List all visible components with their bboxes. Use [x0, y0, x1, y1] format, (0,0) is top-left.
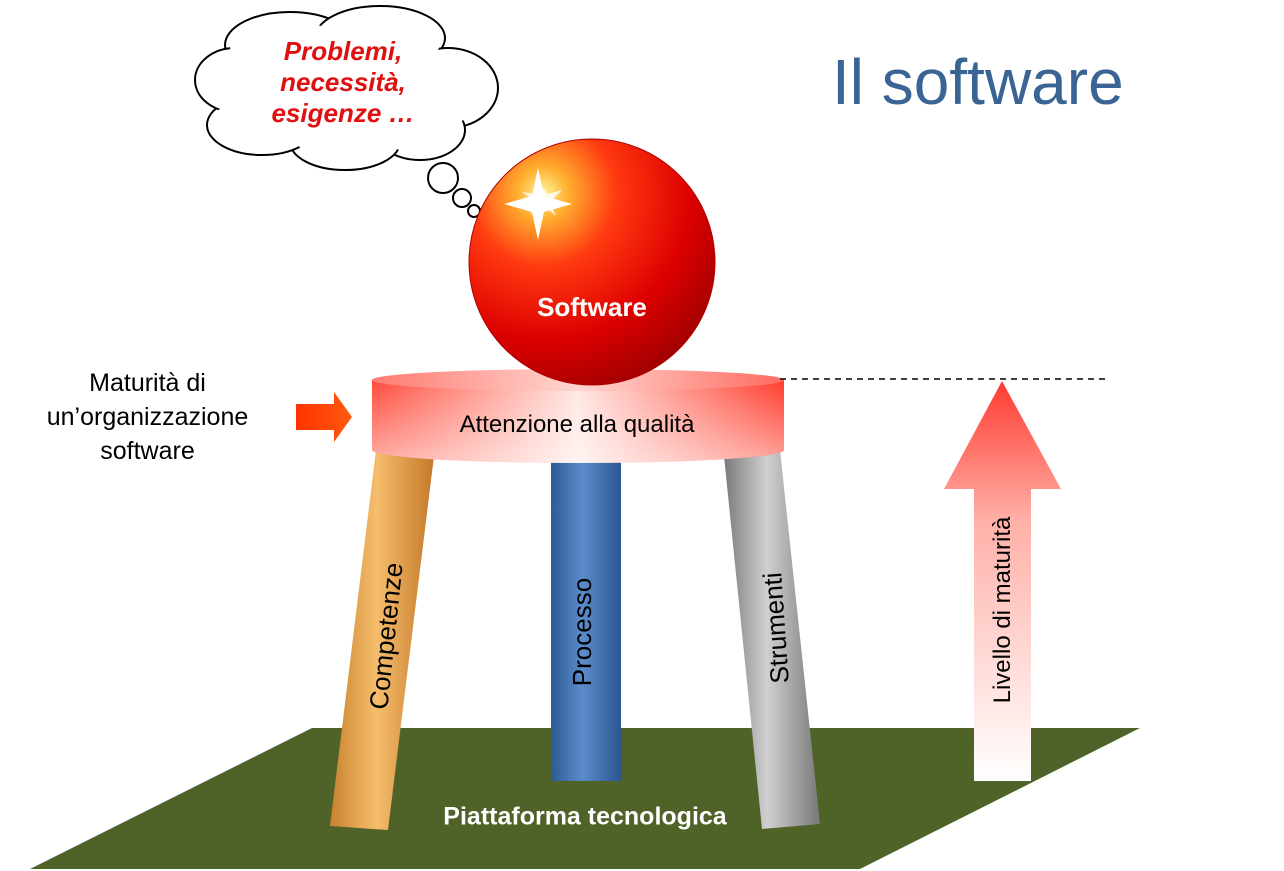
leg-processo — [551, 455, 621, 781]
platform — [30, 728, 1140, 869]
maturity-note-line: un’organizzazione — [46, 403, 249, 431]
maturity-note-line: Maturità di — [89, 369, 206, 397]
leg-label-strumenti: Strumenti — [757, 571, 795, 685]
slide-title: Il software — [832, 46, 1124, 118]
leg-strumenti — [724, 450, 820, 829]
maturity-arrow-label: Livello di maturità — [989, 516, 1016, 704]
thought-text: Problemi, necessità, esigenze … — [238, 36, 448, 130]
thought-line: esigenze … — [271, 98, 415, 129]
red-sphere-icon — [468, 138, 716, 386]
leg-competenze — [330, 450, 434, 830]
leg-label-processo: Processo — [567, 577, 597, 687]
seat-label: Attenzione alla qualità — [459, 411, 695, 438]
sphere-label: Software — [537, 292, 647, 322]
thought-line: Problemi, — [283, 36, 403, 66]
thought-line: necessità, — [280, 67, 406, 98]
maturity-arrow-icon — [944, 381, 1061, 781]
sparkle-icon — [504, 168, 572, 240]
maturity-note: Maturità di un’organizzazione software — [30, 366, 265, 468]
thought-dots — [427, 162, 481, 218]
maturity-note-line: software — [100, 437, 195, 465]
platform-label: Piattaforma tecnologica — [443, 802, 727, 831]
pointer-arrow-icon — [296, 392, 352, 442]
